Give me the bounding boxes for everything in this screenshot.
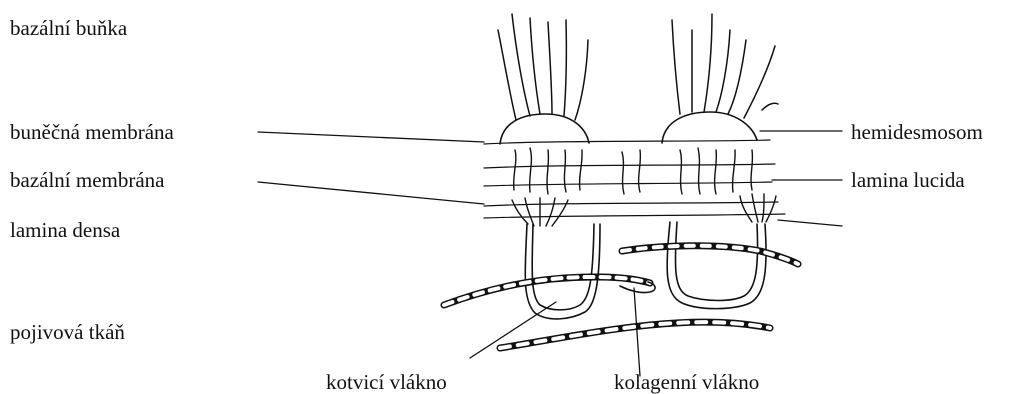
collagen-fiber-1 (444, 277, 655, 305)
collagen-fiber-2 (622, 246, 798, 264)
hemidesmosome-right (662, 112, 757, 143)
anchoring-loop-right (667, 222, 766, 309)
anchoring-loop-left (525, 224, 600, 319)
leader-collagen-fiber (634, 288, 640, 376)
leader-basal-membrane (258, 182, 484, 204)
lucida-filaments (514, 148, 753, 194)
membrane-bands (484, 140, 785, 218)
leader-cell-membrane (258, 132, 484, 142)
leader-lamina-densa (778, 220, 842, 226)
leader-anchoring-fiber (470, 302, 556, 358)
collagen-fiber-3 (500, 322, 770, 348)
densa-fan-filaments (512, 194, 776, 226)
tonofilaments-left (498, 14, 588, 120)
tonofilaments-right (672, 14, 778, 118)
